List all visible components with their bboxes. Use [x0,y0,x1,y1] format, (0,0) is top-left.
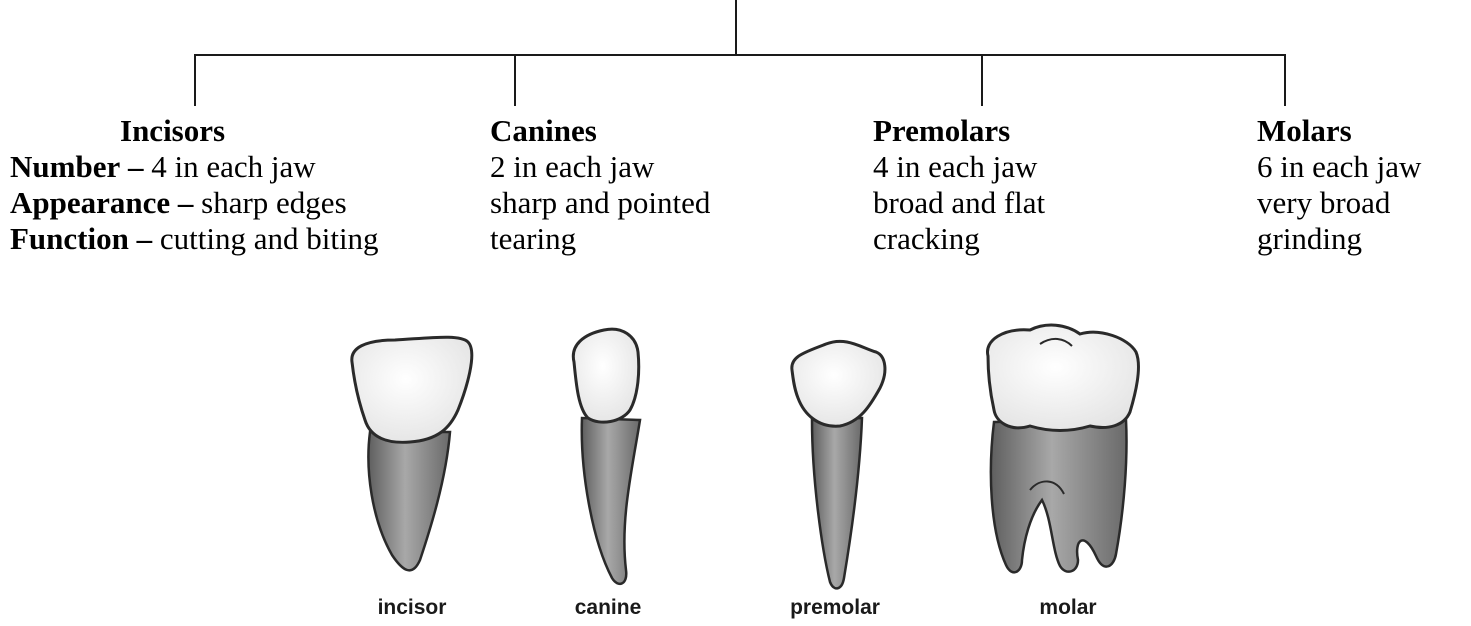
incisors-column: Incisors Number – 4 in each jaw Appearan… [10,113,379,257]
premolar-label: premolar [790,596,880,619]
trunk-line [735,0,737,56]
separator: – [137,221,153,256]
premolars-appearance: broad and flat [873,185,1045,221]
canines-title: Canines [490,113,710,149]
molars-appearance: very broad [1257,185,1421,221]
branch-drop-molars [1284,54,1286,106]
molar-tooth [987,325,1138,572]
incisor-root [368,432,450,570]
separator: – [128,149,144,184]
premolars-function: cracking [873,221,1045,257]
branch-drop-premolars [981,54,983,106]
premolars-title: Premolars [873,113,1045,149]
canine-tooth [573,329,640,584]
premolars-number: 4 in each jaw [873,149,1045,185]
incisors-title: Incisors [10,113,379,149]
teeth-illustration: incisor canine premolar molar [0,320,1471,626]
molars-column: Molars 6 in each jaw very broad grinding [1257,113,1421,257]
molars-number: 6 in each jaw [1257,149,1421,185]
incisors-function: Function – cutting and biting [10,221,379,257]
incisors-number: Number – 4 in each jaw [10,149,379,185]
incisors-appearance-value: sharp edges [201,185,346,220]
molar-root [991,420,1127,572]
molars-title: Molars [1257,113,1421,149]
molar-label: molar [1039,596,1096,619]
canine-root [582,418,640,584]
branch-drop-canines [514,54,516,106]
function-label: Function [10,221,129,256]
separator: – [178,185,194,220]
canine-label: canine [575,596,642,619]
molars-function: grinding [1257,221,1421,257]
premolar-tooth [792,341,885,588]
tree-connector [0,0,1471,120]
incisors-function-value: cutting and biting [160,221,379,256]
canines-appearance: sharp and pointed [490,185,710,221]
branch-line [194,54,1286,56]
canines-column: Canines 2 in each jaw sharp and pointed … [490,113,710,257]
canines-number: 2 in each jaw [490,149,710,185]
premolar-root [812,418,862,588]
premolars-column: Premolars 4 in each jaw broad and flat c… [873,113,1045,257]
branch-drop-incisors [194,54,196,106]
incisor-tooth [352,337,472,570]
premolar-crown [792,341,885,426]
appearance-label: Appearance [10,185,170,220]
incisor-label: incisor [378,596,447,619]
incisors-appearance: Appearance – sharp edges [10,185,379,221]
incisor-crown [352,337,472,442]
canine-crown [573,329,638,422]
incisors-number-value: 4 in each jaw [151,149,315,184]
number-label: Number [10,149,120,184]
canines-function: tearing [490,221,710,257]
